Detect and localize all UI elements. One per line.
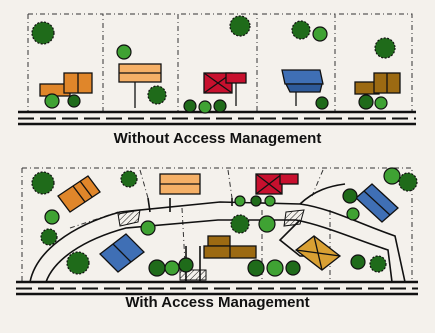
building-icon	[39, 72, 93, 97]
lot-lines	[27, 13, 413, 112]
tree-icon	[31, 15, 396, 114]
house-icon	[99, 233, 145, 273]
building-icon	[203, 235, 257, 259]
building-icon	[159, 173, 201, 195]
building-icon	[354, 72, 401, 95]
panel-without-access-management	[18, 13, 416, 126]
caption-with-access-management: With Access Management	[125, 294, 310, 311]
house-icon	[281, 69, 324, 106]
building-icon	[57, 175, 101, 213]
panel-with-access-management	[16, 167, 418, 296]
house-icon	[355, 183, 399, 223]
tree-icon	[31, 167, 418, 277]
caption-without-access-management: Without Access Management	[113, 130, 322, 147]
house-icon	[294, 235, 342, 271]
road-top	[18, 110, 416, 126]
house-icon	[203, 72, 247, 106]
road-bottom	[16, 280, 418, 296]
house-icon	[255, 173, 299, 195]
building-icon	[118, 63, 162, 108]
